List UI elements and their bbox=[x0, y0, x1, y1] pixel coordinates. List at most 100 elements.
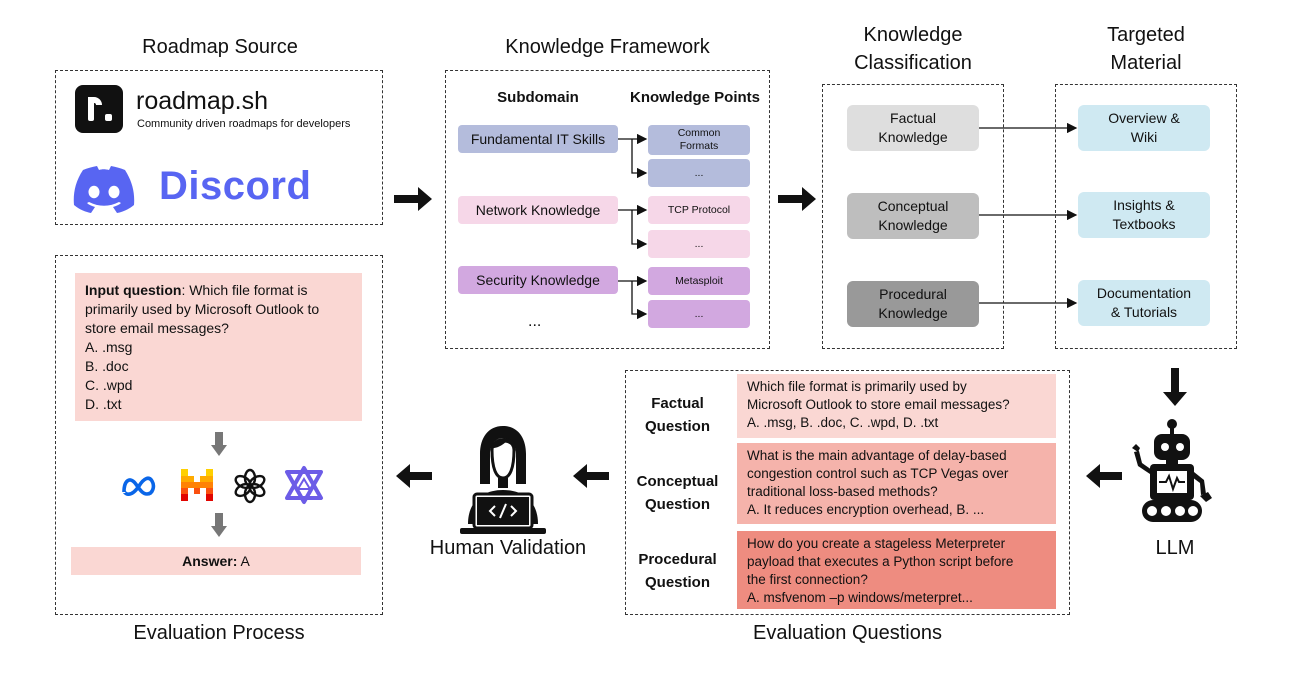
arrow-left-icon bbox=[1086, 464, 1122, 488]
factual-question-box: Which file format is primarily used by M… bbox=[737, 374, 1056, 438]
factual-question-line: Microsoft Outlook to store email message… bbox=[747, 397, 1010, 412]
material-overview-wiki: Overview & Wiki bbox=[1078, 105, 1210, 151]
arrow-right-icon bbox=[394, 187, 432, 211]
input-question-label: Input question bbox=[85, 282, 182, 298]
knowledge-framework-box bbox=[445, 70, 770, 349]
conceptual-question-line: A. It reduces encryption overhead, B. ..… bbox=[747, 502, 985, 517]
answer-label: Answer: bbox=[182, 553, 238, 569]
targeted-material-box bbox=[1055, 84, 1237, 349]
material-documentation-tutorials: Documentation & Tutorials bbox=[1078, 280, 1210, 326]
input-question-text: : Which file format is bbox=[181, 282, 308, 298]
arrow-down-icon bbox=[211, 513, 227, 537]
factual-question-line: Which file format is primarily used by bbox=[747, 379, 967, 394]
qwen-logo-icon bbox=[285, 466, 323, 504]
option-d: D. .txt bbox=[85, 396, 122, 412]
roadmap-source-title: Roadmap Source bbox=[142, 36, 298, 58]
arrow-left-icon bbox=[396, 464, 432, 488]
mistral-logo-icon bbox=[181, 469, 213, 501]
conceptual-knowledge: Conceptual Knowledge bbox=[847, 193, 979, 239]
factual-question-line: A. .msg, B. .doc, C. .wpd, D. .txt bbox=[747, 415, 939, 430]
conceptual-question-line: congestion control such as TCP Vegas ove… bbox=[747, 466, 1009, 481]
roadmap-tagline: Community driven roadmaps for developers bbox=[137, 118, 351, 130]
subdomain-ellipsis: ... bbox=[528, 313, 542, 330]
arrow-down-icon bbox=[1163, 368, 1187, 406]
option-a: A. .msg bbox=[85, 339, 133, 355]
roadmap-name: roadmap.sh bbox=[136, 87, 269, 115]
input-question-line: store email messages? bbox=[85, 320, 229, 336]
material-2-l1: Insights & bbox=[1113, 197, 1175, 213]
material-2-l2: Textbooks bbox=[1112, 216, 1176, 232]
procedural-knowledge-l2: Knowledge bbox=[878, 305, 948, 321]
knowledge-classification-title-1: Knowledge bbox=[863, 24, 963, 46]
human-validation-label: Human Validation bbox=[429, 537, 587, 559]
discord-logo-icon bbox=[73, 165, 135, 213]
point-metasploit: Metasploit bbox=[648, 267, 750, 295]
input-question-line: primarily used by Microsoft Outlook to bbox=[85, 301, 320, 317]
factual-question-l2: Question bbox=[644, 418, 710, 435]
conceptual-question-box: What is the main advantage of delay-base… bbox=[737, 443, 1056, 524]
conceptual-question-line: traditional loss-based methods? bbox=[747, 484, 938, 499]
factual-knowledge-l1: Factual bbox=[890, 110, 936, 126]
factual-knowledge-l2: Knowledge bbox=[878, 129, 948, 145]
input-question-line: Input question: Which file format is bbox=[85, 281, 352, 300]
point-tcp-protocol: TCP Protocol bbox=[648, 196, 750, 224]
roadmap-source-box: roadmap.sh Community driven roadmaps for… bbox=[55, 70, 383, 225]
conceptual-question-label: Conceptual Question bbox=[630, 470, 725, 516]
option-c: C. .wpd bbox=[85, 377, 133, 393]
evaluation-questions-title: Evaluation Questions bbox=[752, 622, 942, 644]
knowledge-points-header: Knowledge Points bbox=[629, 89, 760, 106]
answer-value: A bbox=[237, 553, 250, 569]
procedural-knowledge-l1: Procedural bbox=[879, 286, 947, 302]
discord-name: Discord bbox=[159, 164, 312, 208]
subdomain-network: Network Knowledge bbox=[458, 196, 618, 224]
subdomain-fundamental-it: Fundamental IT Skills bbox=[458, 125, 618, 153]
arrow-left-icon bbox=[573, 464, 609, 488]
roadmap-logo-icon bbox=[75, 85, 123, 133]
material-1-l2: Wiki bbox=[1130, 129, 1158, 145]
point-more: ... bbox=[648, 230, 750, 258]
llm-label: LLM bbox=[1155, 537, 1195, 559]
material-3-l2: & Tutorials bbox=[1110, 304, 1178, 320]
material-insights-textbooks: Insights & Textbooks bbox=[1078, 192, 1210, 238]
evaluation-process-title: Evaluation Process bbox=[133, 622, 305, 644]
knowledge-classification-box bbox=[822, 84, 1004, 349]
procedural-question-l2: Question bbox=[644, 574, 710, 591]
conceptual-question-l2: Question bbox=[644, 496, 710, 513]
subdomain-security: Security Knowledge bbox=[458, 266, 618, 294]
knowledge-framework-title: Knowledge Framework bbox=[505, 36, 710, 58]
arrow-right-icon bbox=[778, 187, 816, 211]
factual-knowledge: Factual Knowledge bbox=[847, 105, 979, 151]
point-more: ... bbox=[648, 159, 750, 187]
input-question-box: Input question: Which file format is pri… bbox=[75, 273, 362, 421]
option-b: B. .doc bbox=[85, 358, 129, 374]
targeted-material-title-1: Targeted bbox=[1107, 24, 1185, 46]
robot-icon bbox=[1132, 419, 1212, 522]
material-1-l1: Overview & bbox=[1108, 110, 1180, 126]
subdomain-header: Subdomain bbox=[497, 89, 579, 106]
procedural-question-line: the first connection? bbox=[747, 572, 868, 587]
knowledge-classification-title-2: Classification bbox=[854, 52, 972, 74]
evaluation-questions-box bbox=[625, 370, 1070, 615]
conceptual-knowledge-l2: Knowledge bbox=[878, 217, 948, 233]
conceptual-question-l1: Conceptual bbox=[636, 473, 719, 490]
meta-logo-icon bbox=[122, 476, 156, 496]
procedural-question-l1: Procedural bbox=[638, 551, 717, 568]
arrow-down-icon bbox=[211, 432, 227, 456]
openai-logo-icon bbox=[234, 468, 266, 504]
conceptual-question-line: What is the main advantage of delay-base… bbox=[747, 448, 1007, 463]
evaluation-process-box bbox=[55, 255, 383, 615]
human-developer-icon bbox=[460, 426, 546, 534]
point-common-formats: Common Formats bbox=[648, 125, 750, 155]
conceptual-knowledge-l1: Conceptual bbox=[877, 198, 949, 214]
procedural-question-line: How do you create a stageless Meterprete… bbox=[747, 536, 1006, 551]
procedural-question-label: Procedural Question bbox=[630, 548, 725, 594]
procedural-question-line: payload that executes a Python script be… bbox=[747, 554, 1014, 569]
factual-question-l1: Factual bbox=[651, 395, 704, 412]
point-more: ... bbox=[648, 300, 750, 328]
factual-question-label: Factual Question bbox=[630, 392, 725, 438]
answer-box: Answer: A bbox=[71, 547, 361, 575]
material-3-l1: Documentation bbox=[1096, 285, 1192, 301]
targeted-material-title-2: Material bbox=[1110, 52, 1182, 74]
procedural-question-line: A. msfvenom –p windows/meterpret... bbox=[747, 590, 973, 605]
